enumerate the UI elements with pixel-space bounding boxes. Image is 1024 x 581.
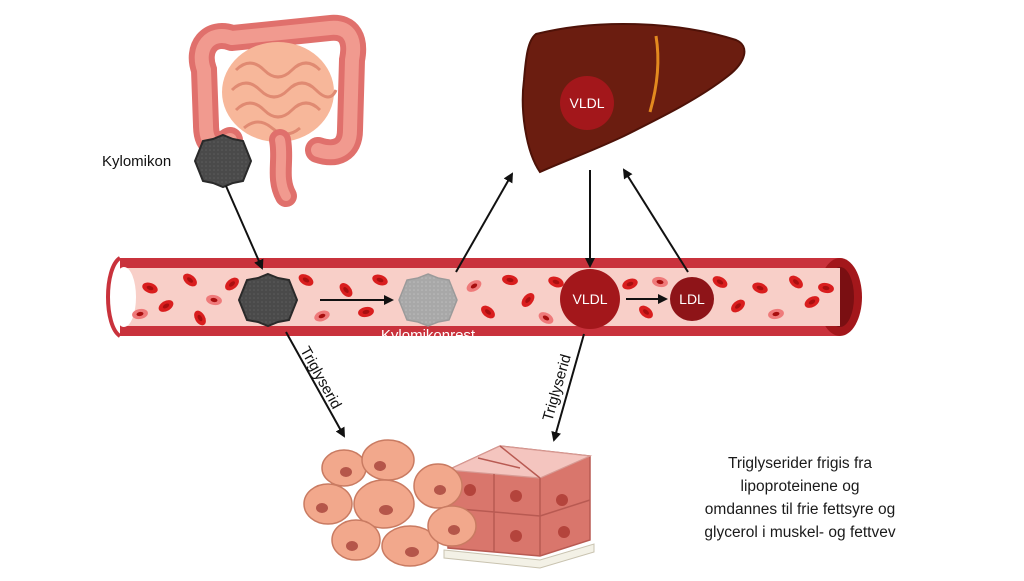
red-blood-cell (538, 312, 554, 324)
caption-line: glycerol i muskel- og fettvev (704, 524, 896, 541)
vldl-vessel-label: VLDL (572, 291, 607, 307)
red-blood-cell (339, 283, 353, 297)
triglyceride-left-label: Triglyserid (297, 344, 345, 412)
arrow-remnant-to-liver (455, 172, 513, 273)
caption-line: Triglyserider frigis fra (727, 455, 873, 472)
red-blood-cell (206, 294, 222, 306)
chylomicron-remnant-label: Kylomikonrest (381, 327, 476, 344)
arrow-chylomicron-to-tissue (285, 331, 345, 438)
red-blood-cell (358, 306, 374, 318)
caption-line: omdannes til frie fettsyre og (704, 501, 896, 518)
red-blood-cell (372, 274, 388, 286)
red-blood-cell (481, 305, 495, 319)
red-blood-cell (194, 310, 206, 326)
flow-arrows (225, 168, 689, 442)
red-blood-cell (158, 300, 174, 312)
caption-line: lipoproteinene og (740, 478, 860, 495)
blood-vessel-icon (106, 256, 862, 338)
adipose-muscle-tissue-icon (303, 439, 595, 569)
red-blood-cell (804, 296, 820, 308)
ldl-particle (670, 277, 714, 321)
red-blood-cell (314, 310, 330, 322)
caption-text: Triglyserider frigis fra lipoproteinene … (660, 452, 940, 544)
red-blood-cell (752, 282, 768, 294)
chylomicron-label: Kylomikon (102, 153, 171, 170)
red-blood-cell (132, 308, 148, 320)
red-blood-cell (502, 274, 518, 286)
red-blood-cell (466, 280, 482, 292)
chylomicron-particle-top (193, 133, 253, 189)
red-blood-cell (622, 278, 638, 290)
red-blood-cell (731, 299, 745, 313)
red-blood-cell (548, 276, 564, 288)
vldl-particle-vessel (560, 269, 620, 329)
red-blood-cell (183, 273, 197, 287)
red-blood-cell (818, 282, 834, 294)
arrow-ldl-to-liver (622, 168, 689, 273)
ldl-label: LDL (679, 291, 705, 307)
red-blood-cell (298, 274, 314, 286)
arrow-vldl-to-tissue (551, 333, 585, 442)
liver-icon (521, 23, 746, 174)
red-blood-cell (789, 275, 803, 289)
red-blood-cell (768, 308, 784, 320)
chylomicron-remnant-particle (398, 273, 458, 327)
red-blood-cell (521, 293, 535, 307)
vldl-liver-label: VLDL (569, 95, 604, 111)
arrow-intestine-to-vessel (225, 185, 264, 270)
red-blood-cell (652, 276, 668, 288)
vldl-particle-liver (560, 76, 614, 130)
red-blood-cell (712, 276, 728, 288)
red-blood-cell (639, 305, 653, 319)
red-blood-cell (225, 277, 239, 291)
chylomicron-particle-vessel (237, 272, 299, 328)
red-blood-cell (142, 282, 158, 294)
